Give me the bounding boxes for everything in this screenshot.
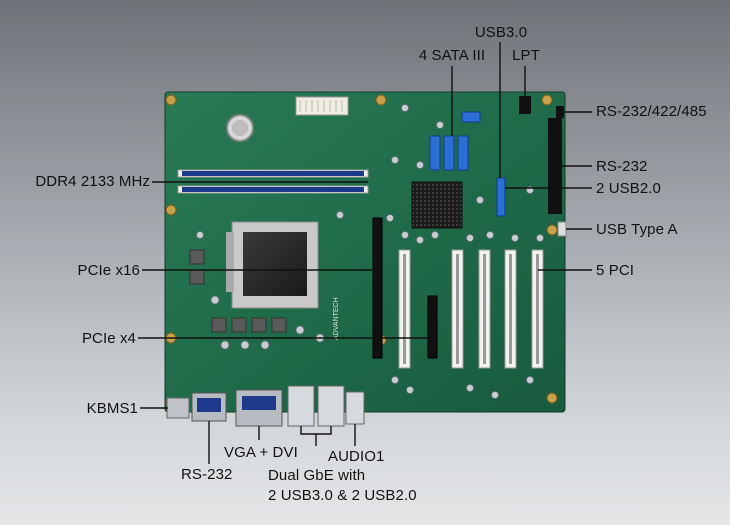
lpt-header (519, 96, 531, 114)
label-usb30: USB3.0 (474, 24, 528, 41)
label-usb-type-a: USB Type A (596, 221, 678, 238)
label-kbms1: KBMS1 (86, 400, 138, 417)
vrm-chokes (189, 249, 287, 333)
label-sata: 4 SATA III (418, 47, 486, 64)
chipset-heatsink (411, 181, 463, 229)
cpu-socket (243, 232, 307, 296)
label-pcie-x16: PCIe x16 (77, 262, 140, 279)
label-pcie-x4: PCIe x4 (81, 330, 136, 347)
label-ddr4: DDR4 2133 MHz (35, 173, 150, 190)
kbms-port (166, 397, 190, 419)
board-brand: ADVANTECH (333, 297, 340, 340)
label-vga-dvi: VGA + DVI (224, 444, 298, 461)
com-headers (548, 118, 562, 214)
audio-port (345, 391, 365, 425)
label-rs232-right: RS-232 (596, 158, 648, 175)
lan-usb-port-2 (317, 385, 345, 427)
pci-slots (398, 249, 544, 369)
atx-power-connector (295, 96, 349, 116)
label-dual-gbe-2: 2 USB3.0 & 2 USB2.0 (268, 487, 417, 504)
label-dual-gbe-1: Dual GbE with (268, 467, 366, 484)
leader-lines (138, 42, 592, 464)
label-pci5: 5 PCI (596, 262, 635, 279)
capacitors (196, 104, 544, 399)
label-rs232-bottom: RS-232 (181, 466, 233, 483)
label-lpt: LPT (512, 47, 540, 64)
label-audio1: AUDIO1 (328, 448, 385, 465)
lan-usb-port-1 (287, 385, 315, 427)
rear-io (166, 385, 365, 427)
pcie-x16-slot (372, 217, 383, 359)
sata-connectors (429, 111, 481, 171)
pcie-x4-slot (427, 295, 438, 359)
label-usb20-right: 2 USB2.0 (596, 180, 662, 197)
usb30-header (496, 177, 506, 217)
label-rs232-422-485: RS-232/422/485 (596, 103, 707, 120)
ddr4-slots (177, 169, 369, 194)
